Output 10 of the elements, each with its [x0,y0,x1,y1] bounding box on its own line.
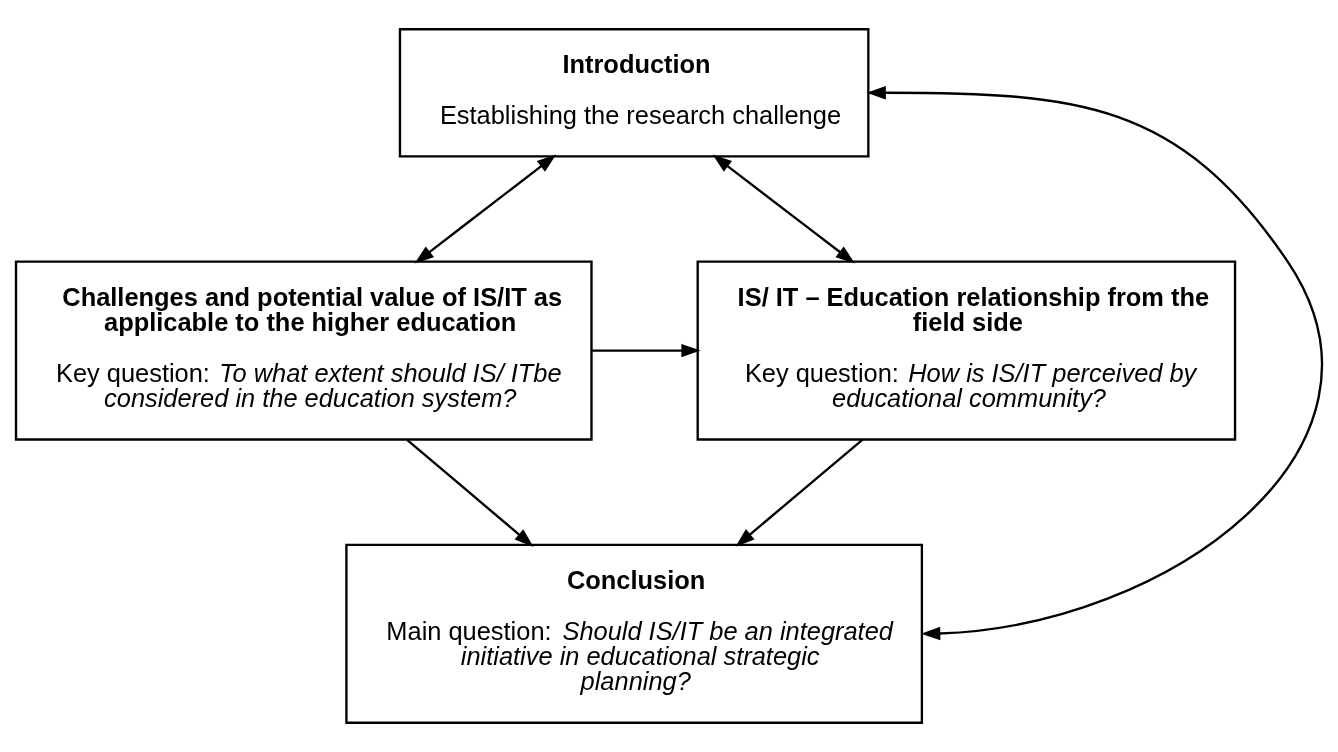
node-box: Conclusion Main question: Should IS/IT be an integrated initiative in educational strategic planning? [345,543,924,724]
node-box: IS/ IT – Education relationship from the field side Key question: How is IS/IT perceived by educational community? [696,260,1237,441]
arrow [406,439,534,547]
arrow [866,86,1323,641]
node-box: Introduction Establishing the research challenge [398,28,870,158]
node-box: Challenges and potential value of IS/IT as applicable to the higher education Key question: To what extent should IS/ ITbe considered in the education system? [14,260,593,441]
arrow [735,438,864,547]
arrow [712,154,855,264]
arrow [591,343,701,358]
arrow [414,154,557,264]
